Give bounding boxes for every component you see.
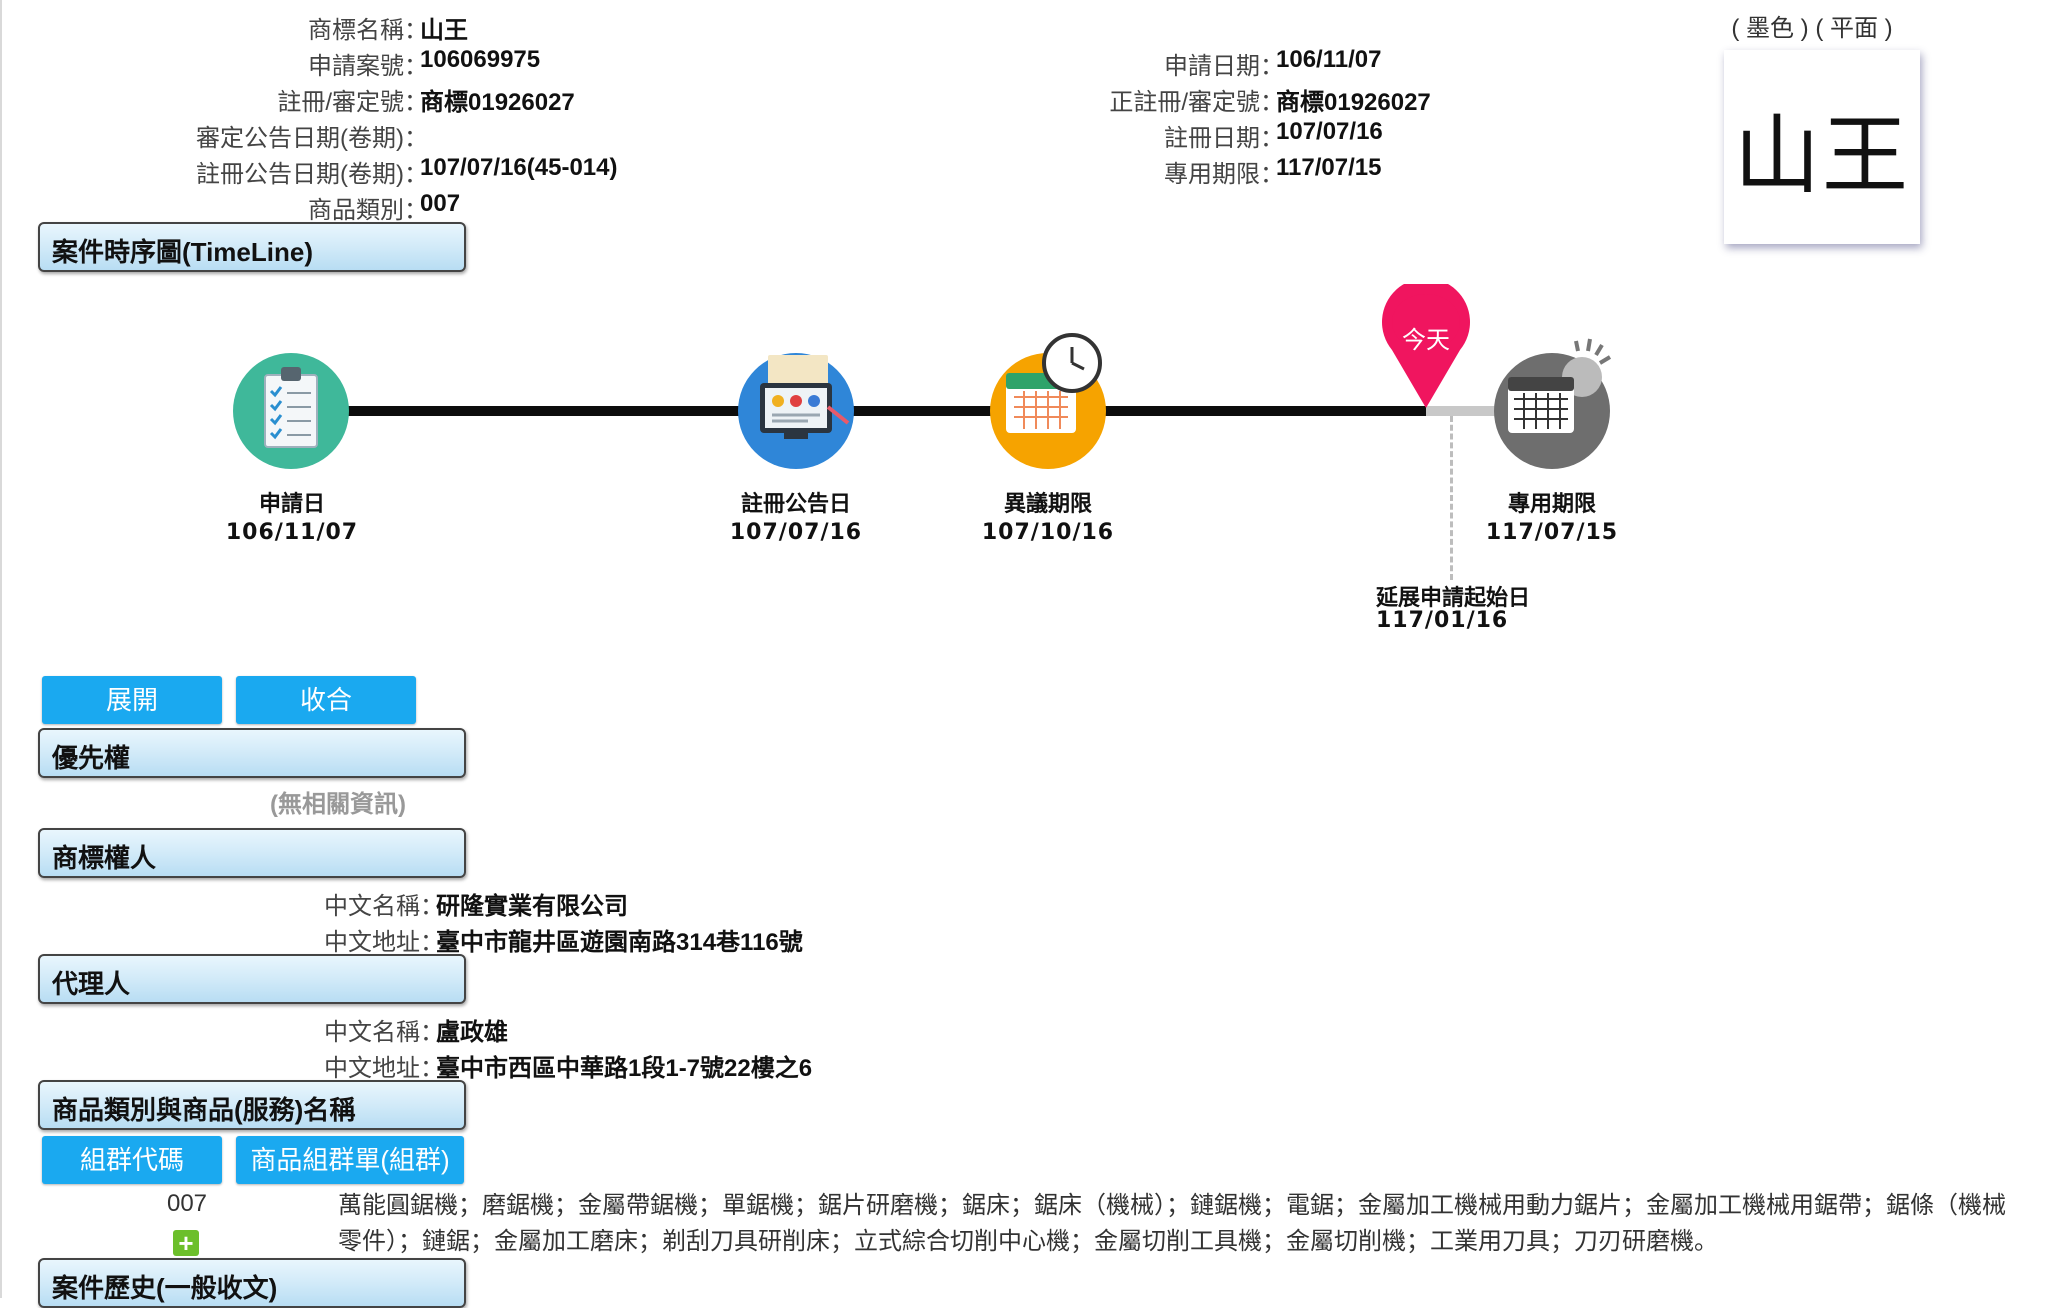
- collapse-all-button[interactable]: 收合: [236, 676, 416, 724]
- group-code-tab[interactable]: 組群代碼: [42, 1136, 222, 1184]
- goods-group-list-tab[interactable]: 商品組群單(組群): [236, 1136, 464, 1184]
- registration-publication-label: 註冊公告日期(卷期)：: [196, 161, 428, 188]
- timeline-event-name: 申請日: [258, 492, 325, 517]
- owner-name-value: 研隆實業有限公司: [436, 893, 628, 920]
- application-date-value: 106/11/07: [1276, 46, 1382, 73]
- registration-number-value: 商標01926027: [420, 89, 575, 116]
- timeline-event-name: 專用期限: [1507, 492, 1596, 517]
- agent-address-label: 中文地址：: [324, 1055, 444, 1082]
- registration-date-label: 註冊日期：: [1164, 125, 1284, 152]
- trademark-name-label: 商標名稱：: [308, 17, 428, 44]
- exam-publication-label: 審定公告日期(卷期)：: [196, 125, 428, 152]
- timeline-event-date: 106/11/07: [225, 520, 359, 545]
- timeline-event-date: 107/10/16: [981, 520, 1115, 545]
- timeline-event-date: 107/07/16: [729, 520, 863, 545]
- official-registration-number-label: 正註冊/審定號：: [1109, 89, 1284, 116]
- clipboard-checklist-icon[interactable]: [233, 353, 349, 469]
- exclusive-period-label: 專用期限：: [1164, 161, 1284, 188]
- trademark-image-text: 山王: [1734, 105, 1910, 206]
- application-date-label: 申請日期：: [1164, 53, 1284, 80]
- application-number-value: 106069975: [420, 46, 541, 73]
- renewal-start-date: 117/01/16: [1376, 608, 1509, 633]
- owner-address-value: 臺中市龍井區遊園南路314巷116號: [436, 929, 803, 956]
- timeline-bar-remaining: [1426, 406, 1546, 416]
- agent-name-label: 中文名稱：: [324, 1019, 444, 1046]
- goods-class-code: 007: [166, 1190, 208, 1217]
- owner-section-header[interactable]: 商標權人: [38, 828, 466, 878]
- goods-class-label: 商品類別：: [308, 197, 428, 224]
- today-label: 今天: [1402, 326, 1450, 354]
- application-number-label: 申請案號：: [308, 53, 428, 80]
- goods-section-header[interactable]: 商品類別與商品(服務)名稱: [38, 1080, 466, 1130]
- timeline-bar-elapsed: [290, 406, 1426, 416]
- timeline-event-name: 註冊公告日: [740, 492, 851, 517]
- trademark-image-tags: ( 墨色 ) ( 平面 ): [1731, 15, 1893, 42]
- timeline-section-header[interactable]: 案件時序圖(TimeLine): [38, 222, 466, 272]
- priority-section-header[interactable]: 優先權: [38, 728, 466, 778]
- case-history-section-header[interactable]: 案件歷史(一般收文): [38, 1258, 466, 1308]
- timeline-event-date: 117/07/15: [1485, 520, 1619, 545]
- owner-name-label: 中文名稱：: [324, 893, 444, 920]
- computer-document-icon[interactable]: [738, 353, 854, 469]
- expand-all-button[interactable]: 展開: [42, 676, 222, 724]
- registration-number-label: 註冊/審定號：: [277, 89, 428, 116]
- trademark-image[interactable]: 山王: [1724, 50, 1920, 244]
- calendar-question-icon[interactable]: [1494, 338, 1612, 469]
- goods-description: 萬能圓鋸機；磨鋸機；金屬帶鋸機；單鋸機；鋸片研磨機；鋸床；鋸床（機械）；鏈鋸機；…: [338, 1192, 2006, 1255]
- goods-class-value: 007: [420, 190, 461, 217]
- official-registration-number-value: 商標01926027: [1276, 89, 1431, 116]
- today-map-pin-icon: 今天: [1380, 278, 1472, 410]
- timeline-event-name: 異議期限: [1003, 492, 1092, 517]
- agent-section-header[interactable]: 代理人: [38, 954, 466, 1004]
- owner-address-label: 中文地址：: [324, 929, 444, 956]
- expand-plus-icon[interactable]: +: [173, 1230, 199, 1256]
- exclusive-period-value: 117/07/15: [1276, 154, 1382, 181]
- calendar-clock-icon[interactable]: [990, 333, 1106, 469]
- priority-empty-text: (無相關資訊): [270, 791, 406, 818]
- trademark-name-value: 山王: [420, 17, 468, 44]
- renewal-start-label: 延展申請起始日: [1376, 586, 1531, 611]
- renewal-marker-line: [1450, 416, 1453, 580]
- registration-date-value: 107/07/16: [1276, 118, 1383, 145]
- agent-name-value: 盧政雄: [436, 1019, 508, 1046]
- registration-publication-value: 107/07/16(45-014): [420, 154, 618, 181]
- agent-address-value: 臺中市西區中華路1段1-7號22樓之6: [436, 1055, 813, 1082]
